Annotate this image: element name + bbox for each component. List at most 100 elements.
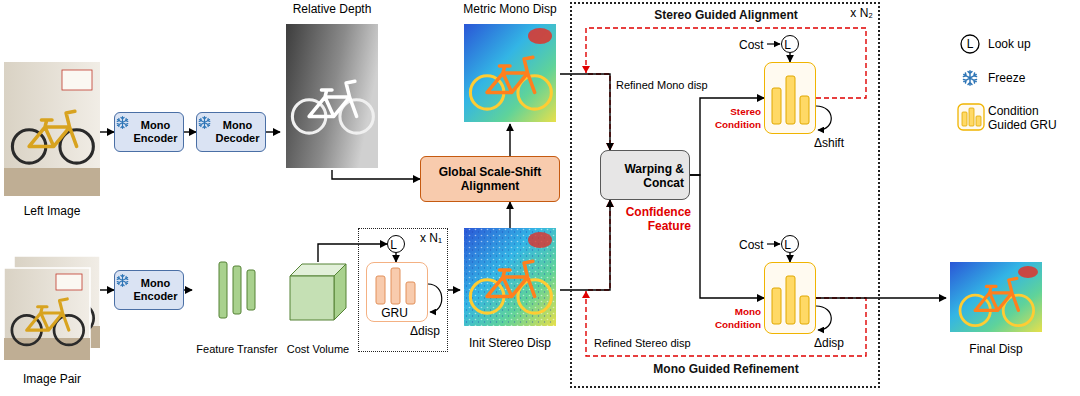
cost-volume-cube	[334, 264, 346, 320]
node-text: L	[390, 237, 402, 251]
condition-gru-bars	[772, 288, 781, 324]
box-fill	[764, 262, 816, 334]
condition-gru-bars	[800, 296, 809, 324]
node-text: Mono Condition	[705, 303, 766, 331]
lookup-circle: L	[781, 35, 799, 53]
legend-condition-gru-icon	[969, 108, 974, 126]
legend-entry: Freeze	[988, 71, 1068, 85]
freeze-icon	[117, 275, 128, 287]
legend-condition-gru-icon	[958, 104, 984, 130]
update-loop-arrow	[816, 106, 831, 130]
feature-transfer-bars	[219, 262, 227, 318]
feedback-label: Refined Mono disp	[616, 78, 716, 92]
stage-title: Stereo Guided Alignment	[626, 8, 826, 22]
box-fill	[764, 62, 816, 134]
condition-gru-box: Mono Condition	[764, 262, 816, 334]
encoder-box: Mono Encoder	[114, 112, 184, 152]
alignment-box: Global Scale-Shift Alignment	[420, 156, 560, 202]
image-panel: Final Disp	[946, 262, 1046, 356]
update-label-holder: Δshift	[814, 136, 858, 150]
legend-condition-gru-icon	[976, 116, 981, 126]
flow-arrow	[395, 253, 396, 262]
freeze-icon	[963, 71, 976, 85]
node-text: Warping & Concat	[601, 151, 689, 199]
final-disparity-map	[950, 262, 1042, 332]
feedback-label-holder: Refined Stereo disp	[594, 336, 704, 350]
relative-depth-map	[292, 81, 373, 133]
flow-arrow	[560, 74, 610, 150]
box-fill	[366, 262, 428, 322]
update-label: Δdisp	[814, 336, 858, 350]
gru-bars	[406, 282, 415, 304]
encoder-box: Mono Encoder	[114, 270, 184, 310]
box-fill	[600, 150, 690, 200]
feature-transfer-bars	[219, 262, 255, 318]
lookup-circle: L	[387, 235, 405, 253]
flow-arrow	[690, 175, 764, 298]
freeze-icon	[117, 117, 128, 129]
node-text: Global Scale-Shift Alignment	[425, 165, 555, 194]
gru-bars	[376, 268, 415, 304]
image-panel: Metric Mono Disp	[460, 2, 560, 124]
cost-arrow	[767, 43, 780, 44]
condition-gru-bars	[772, 76, 809, 324]
gru-bars	[391, 268, 400, 304]
feature-transfer-bars	[247, 270, 255, 310]
flow-arrow	[318, 244, 387, 262]
image-panel: Image Pair	[4, 256, 100, 386]
flow-arrow	[266, 131, 280, 132]
node-text: Relative Depth	[293, 2, 372, 16]
image-pair-photos	[12, 299, 84, 345]
metric-mono-disparity-map	[464, 24, 556, 122]
cost-volume-cube	[290, 276, 334, 320]
node-text: Mono Decoder	[212, 119, 263, 145]
gru-bars	[376, 276, 385, 304]
left-image-photo	[62, 70, 92, 90]
left-image-photo	[4, 62, 100, 196]
node-text: L	[784, 37, 796, 51]
metric-mono-disparity-map	[528, 28, 552, 44]
flow-arrow	[789, 253, 790, 262]
connector-group	[100, 28, 946, 356]
legend-text: Condition Guided GRU	[988, 104, 1072, 132]
cost-volume: Cost Volume	[284, 262, 352, 356]
init-stereo-disparity-map	[464, 228, 556, 326]
update-label: Δshift	[814, 136, 858, 150]
image-panel: Left Image	[4, 62, 100, 218]
stage-title: Mono Guided Refinement	[626, 362, 826, 376]
node-text: Left Image	[24, 204, 81, 218]
legend-symbol-text-holder: L	[961, 35, 979, 53]
init-stereo-disparity-map	[464, 228, 556, 326]
feedback-label-holder: Refined Mono disp	[616, 78, 716, 92]
node-text: Final Disp	[969, 342, 1022, 356]
input-label: Cost	[739, 38, 769, 52]
image-panel: Init Stereo Disp	[460, 228, 560, 350]
init-stereo-disparity-map	[470, 261, 551, 313]
cost-volume-cube	[290, 264, 346, 320]
box-fill	[196, 112, 266, 152]
node-text: L	[784, 237, 796, 251]
node-text: Metric Mono Disp	[463, 2, 556, 16]
final-disparity-map	[1018, 266, 1038, 278]
decoder-box: Mono Decoder	[196, 112, 266, 152]
input-label-holder: Cost	[739, 238, 769, 252]
update-loop-arrow	[816, 306, 831, 330]
update-label-holder: Δdisp	[814, 336, 858, 350]
freeze-icon	[117, 71, 976, 287]
flow-arrow	[509, 124, 510, 156]
flow-arrow	[332, 170, 420, 179]
update-loop-arrow	[428, 284, 442, 312]
update-label-holder: Δdisp	[410, 324, 450, 338]
legend-symbol-text: L	[967, 38, 974, 50]
metric-mono-disparity-map	[470, 57, 551, 109]
image-pair-photos	[4, 268, 90, 360]
feature-transfer-bars	[233, 266, 241, 314]
node-text: Mono Encoder	[130, 277, 181, 303]
legend-lookup-circle	[961, 35, 979, 53]
box-fill	[114, 270, 184, 310]
box-fill	[420, 156, 560, 202]
left-image-photo	[4, 62, 100, 196]
metric-mono-disparity-map	[464, 24, 556, 122]
legend-condition-gru-icon	[958, 104, 984, 130]
